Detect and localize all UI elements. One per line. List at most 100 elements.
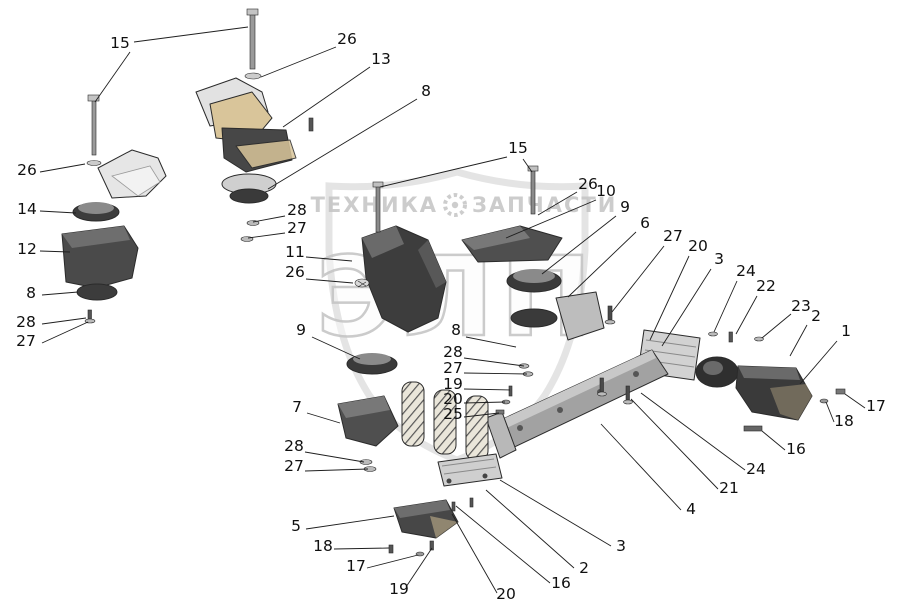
bolt-head <box>87 94 100 102</box>
callout-4: 4 <box>686 500 696 518</box>
leader-line-9 <box>541 215 617 275</box>
callout-26: 26 <box>337 30 357 48</box>
leader-line-27 <box>41 321 89 344</box>
leader-line-16 <box>761 430 786 451</box>
leader-line-13 <box>282 66 371 128</box>
callout-28: 28 <box>16 313 36 331</box>
callout-27: 27 <box>663 227 683 245</box>
callout-19: 19 <box>443 375 463 393</box>
engine-bracket-top <box>195 77 314 242</box>
callout-9: 9 <box>296 321 306 339</box>
flex-element <box>401 381 425 447</box>
washer <box>604 319 616 325</box>
bolt-head <box>246 8 259 16</box>
callout-27: 27 <box>443 359 463 377</box>
leader-line-26 <box>537 191 578 216</box>
callout-3: 3 <box>616 537 626 555</box>
callout-24: 24 <box>736 262 756 280</box>
leader-line-24 <box>713 280 738 333</box>
leader-line-2 <box>789 324 808 357</box>
washer <box>244 72 262 80</box>
leader-line-27 <box>463 372 528 375</box>
plate-hole <box>482 473 488 479</box>
callout-18: 18 <box>313 537 333 555</box>
callout-17: 17 <box>866 397 886 415</box>
bottom-assembly <box>388 453 503 557</box>
bracket-facet <box>235 139 297 169</box>
washer-cross <box>354 278 370 288</box>
leader-line-23 <box>761 313 792 339</box>
leader-line-17 <box>366 554 419 569</box>
small-bolt <box>495 409 505 415</box>
callout-20: 20 <box>443 390 463 408</box>
small-bolt <box>607 305 613 321</box>
leader-line-15 <box>94 51 131 103</box>
mount-bracket-facet <box>770 384 812 420</box>
callout-18: 18 <box>834 412 854 430</box>
leader-line-28 <box>463 357 525 367</box>
leader-line-9 <box>311 336 361 360</box>
callout-10: 10 <box>596 182 616 200</box>
callout-6: 6 <box>640 214 650 232</box>
leader-line-6 <box>567 231 637 298</box>
callout-26: 26 <box>17 161 37 179</box>
left-mount-assembly <box>61 149 167 324</box>
watermark-word-tekhnika: ТЕХНИКА <box>311 193 438 217</box>
leader-line-28 <box>252 215 286 223</box>
watermark-word-zapchasti: ЗАПЧАСТИ <box>472 193 617 217</box>
lower-center-mount <box>337 353 399 472</box>
upper-center-fasteners <box>372 165 563 263</box>
leader-line-14 <box>39 210 77 214</box>
callout-28: 28 <box>287 201 307 219</box>
leader-line-18 <box>825 401 835 423</box>
leader-line-2 <box>485 489 575 569</box>
leader-line-12 <box>39 250 71 253</box>
bolt-top <box>244 8 262 80</box>
washer <box>623 399 633 405</box>
callout-15: 15 <box>508 139 528 157</box>
cushion-highlight <box>78 202 114 214</box>
washer <box>359 459 373 465</box>
callout-8: 8 <box>26 284 36 302</box>
leader-line-4 <box>600 423 682 511</box>
callout-5: 5 <box>291 517 301 535</box>
leader-line-11 <box>305 256 353 262</box>
leader-line-8 <box>41 291 79 296</box>
cushion-highlight <box>513 269 555 283</box>
callout-7: 7 <box>292 398 302 416</box>
bolt-shank <box>375 185 381 233</box>
beam-hole <box>633 371 639 377</box>
stud-bolt <box>599 377 604 393</box>
mount-bracket-face <box>338 396 390 418</box>
callout-3: 3 <box>714 250 724 268</box>
support-claw-face <box>111 165 161 197</box>
bracket-top-face <box>362 226 404 258</box>
leader-line-19 <box>405 547 433 588</box>
callout-28: 28 <box>284 437 304 455</box>
callout-20: 20 <box>688 237 708 255</box>
callout-26: 26 <box>578 175 598 193</box>
leader-line-20 <box>649 255 690 341</box>
clamp-plate-lines <box>441 458 497 475</box>
leader-line-27 <box>247 232 286 239</box>
leader-line-7 <box>306 412 341 424</box>
callout-1: 1 <box>841 322 851 340</box>
small-bolt <box>308 117 314 132</box>
stud-bolt <box>625 385 630 401</box>
watermark-logo-text: ЭЛП <box>316 233 598 361</box>
leader-line-26 <box>260 46 337 78</box>
callout-2: 2 <box>579 559 589 577</box>
leader-line-20 <box>451 513 498 594</box>
leader-line-24 <box>640 392 746 471</box>
leader-line-20 <box>463 401 506 404</box>
bolt-shank <box>249 13 256 70</box>
side-bracket <box>555 291 605 341</box>
callout-22: 22 <box>756 277 776 295</box>
callout-11: 11 <box>285 243 305 261</box>
bolt-shank <box>91 99 97 156</box>
leader-lines <box>39 26 866 594</box>
leader-line-26 <box>305 278 354 284</box>
